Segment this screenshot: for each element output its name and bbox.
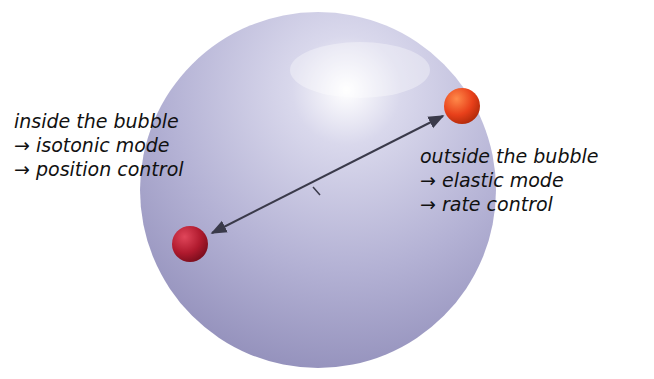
outer-dot [444,88,480,124]
annotation-text: → isotonic mode [14,134,170,157]
annotation-text: outside the bubble [420,145,599,168]
annotation-text: → rate control [420,193,553,216]
distance-arrow [212,116,443,233]
sphere-highlight [290,42,430,98]
annotation-text: → elastic mode [420,169,564,192]
annotation-text: inside the bubble [14,110,179,133]
annotation-text: → position control [14,158,184,181]
center-tick [313,187,320,195]
inner-dot [172,226,208,262]
